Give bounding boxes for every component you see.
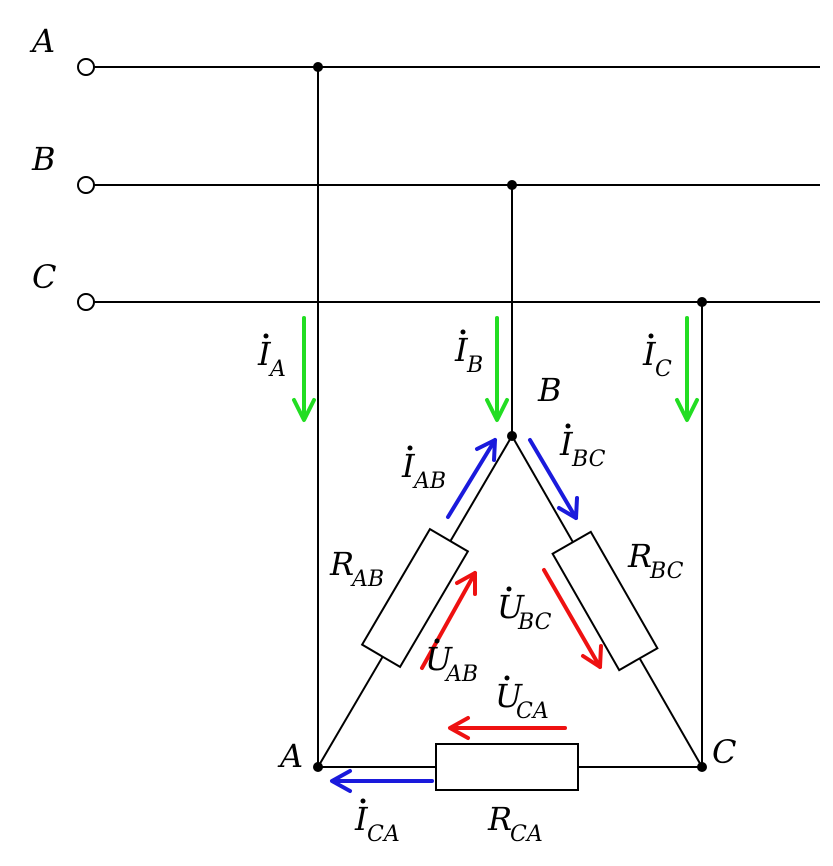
phase-current-arrows [330,438,579,793]
arrow-ubc [542,568,603,669]
label-ica-sub: CA [367,822,400,847]
terminal-a [77,58,95,76]
voltage-arrows [420,568,603,740]
node-a-dot [313,762,323,772]
label-ubc-dot [506,586,512,592]
arrow-ic [675,316,699,422]
label-ic: I C [642,333,672,382]
label-uab: U AB [425,638,478,687]
node-label-b: B [537,371,562,409]
label-rab: R AB [329,545,384,592]
label-rab-sub: AB [350,567,384,592]
resistor-rab [360,527,470,669]
label-iab-base: I [401,447,416,485]
label-uab-base: U [425,640,453,678]
label-rbc-sub: BC [649,559,684,584]
terminal-b [77,176,95,194]
label-ica-base: I [354,800,369,838]
label-ia-dot [263,333,269,339]
label-ib-dot [460,329,466,335]
label-uab-dot [434,638,440,644]
line-label-b: B [31,140,56,178]
label-ica-dot [360,798,366,804]
junction-c-top [697,297,707,307]
label-rca-sub: CA [510,822,543,847]
label-ubc-sub: BC [517,610,552,635]
label-rca: R CA [487,800,543,847]
label-ia-base: I [257,335,272,373]
label-rca-base: R [487,800,512,838]
label-ia-sub: A [268,357,286,382]
terminal-c [77,293,95,311]
label-rbc: R BC [627,537,684,584]
label-uca-base: U [495,677,523,715]
label-ib-base: I [454,331,469,369]
junction-a-top [313,62,323,72]
arrow-ib [485,316,509,422]
label-iab-sub: AB [412,469,446,494]
label-ic-base: I [642,335,657,373]
line-label-c: C [32,258,56,296]
arrow-ibc [528,438,579,520]
arrow-ia [292,316,316,422]
label-iab-dot [407,445,413,451]
label-rbc-base: R [627,537,652,575]
arrow-uca [448,716,567,740]
label-ubc-base: U [497,588,525,626]
label-ibc-dot [565,423,571,429]
label-iab: I AB [401,445,446,494]
resistor-rca [435,743,579,791]
label-ia: I A [257,333,286,382]
junction-b-top [507,180,517,190]
label-uca-dot [504,675,510,681]
arrow-iab [446,438,497,519]
node-b-dot [507,431,517,441]
label-uca: U CA [495,675,549,724]
label-ubc: U BC [497,586,552,635]
supply-lines [77,58,820,311]
arrow-uab [420,571,477,670]
line-current-arrows [292,316,699,422]
label-ib: I B [454,329,483,378]
node-label-a: A [277,737,303,775]
node-label-c: C [712,733,736,771]
label-ica: I CA [354,798,400,847]
vertical-wires [313,62,707,767]
line-label-a: A [29,22,55,60]
label-ibc-base: I [559,425,574,463]
label-ib-sub: B [466,353,483,378]
label-ic-dot [648,333,654,339]
node-c-dot [697,762,707,772]
label-ic-sub: C [655,357,672,382]
arrow-ica [330,769,434,793]
label-uca-sub: CA [516,699,549,724]
label-ibc-sub: BC [571,447,606,472]
label-rab-base: R [329,545,354,583]
label-ibc: I BC [559,423,606,472]
resistor-rbc [551,530,659,672]
label-uab-sub: AB [444,662,478,687]
